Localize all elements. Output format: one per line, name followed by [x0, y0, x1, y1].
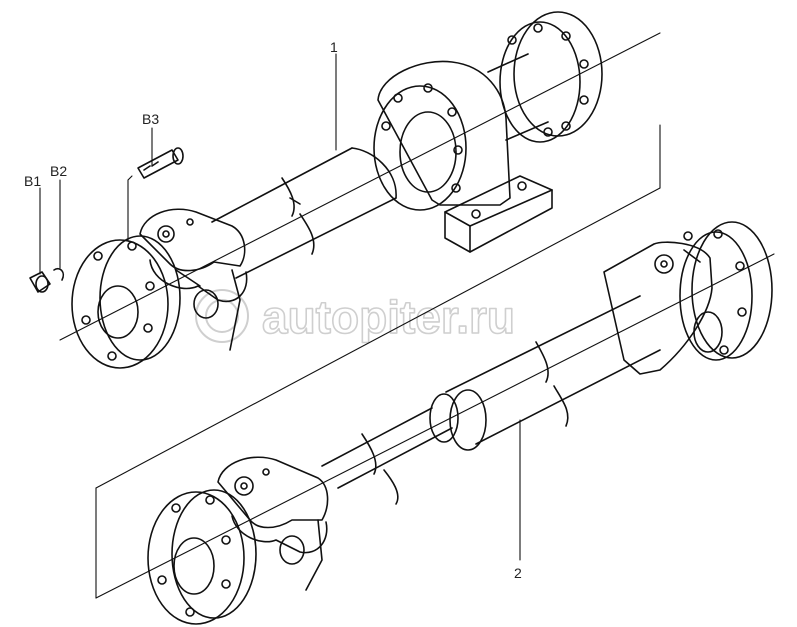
label-part-2: 2: [514, 565, 522, 581]
shaft-2-rear-universal-joint: [603, 241, 723, 375]
fastener-washer-b2: [53, 267, 65, 281]
watermark-text: autopiter.ru: [262, 291, 515, 343]
shaft-1-universal-joint: [139, 208, 248, 351]
support-bearing-housing: [373, 60, 553, 253]
leader-lines: [39, 53, 521, 561]
fastener-bolt-b3: [137, 147, 184, 179]
label-part-1: 1: [330, 39, 338, 55]
label-b3: B3: [142, 111, 159, 127]
shaft-1-tube: [211, 147, 397, 279]
shaft-1-output-stub: [487, 53, 549, 141]
watermark: autopiter.ru: [195, 289, 516, 344]
part-labels: 1 2 B1 B2 B3: [24, 39, 522, 581]
shaft-2-front-flange: [147, 489, 257, 625]
shaft-1-front-flange: [71, 235, 181, 369]
assembly-2-frame: [95, 253, 775, 599]
assembly-1-frame: [59, 32, 661, 489]
shaft-1-rear-flange: [499, 11, 603, 143]
label-b2: B2: [50, 163, 67, 179]
drive-shaft-assembly-2: [147, 221, 773, 625]
fastener-nut-b1: [29, 271, 51, 293]
shaft-2-rear-flange: [679, 221, 773, 361]
drive-shaft-assembly-1: [71, 11, 603, 369]
shaft-2-front-universal-joint: [217, 456, 329, 591]
label-b1: B1: [24, 173, 41, 189]
